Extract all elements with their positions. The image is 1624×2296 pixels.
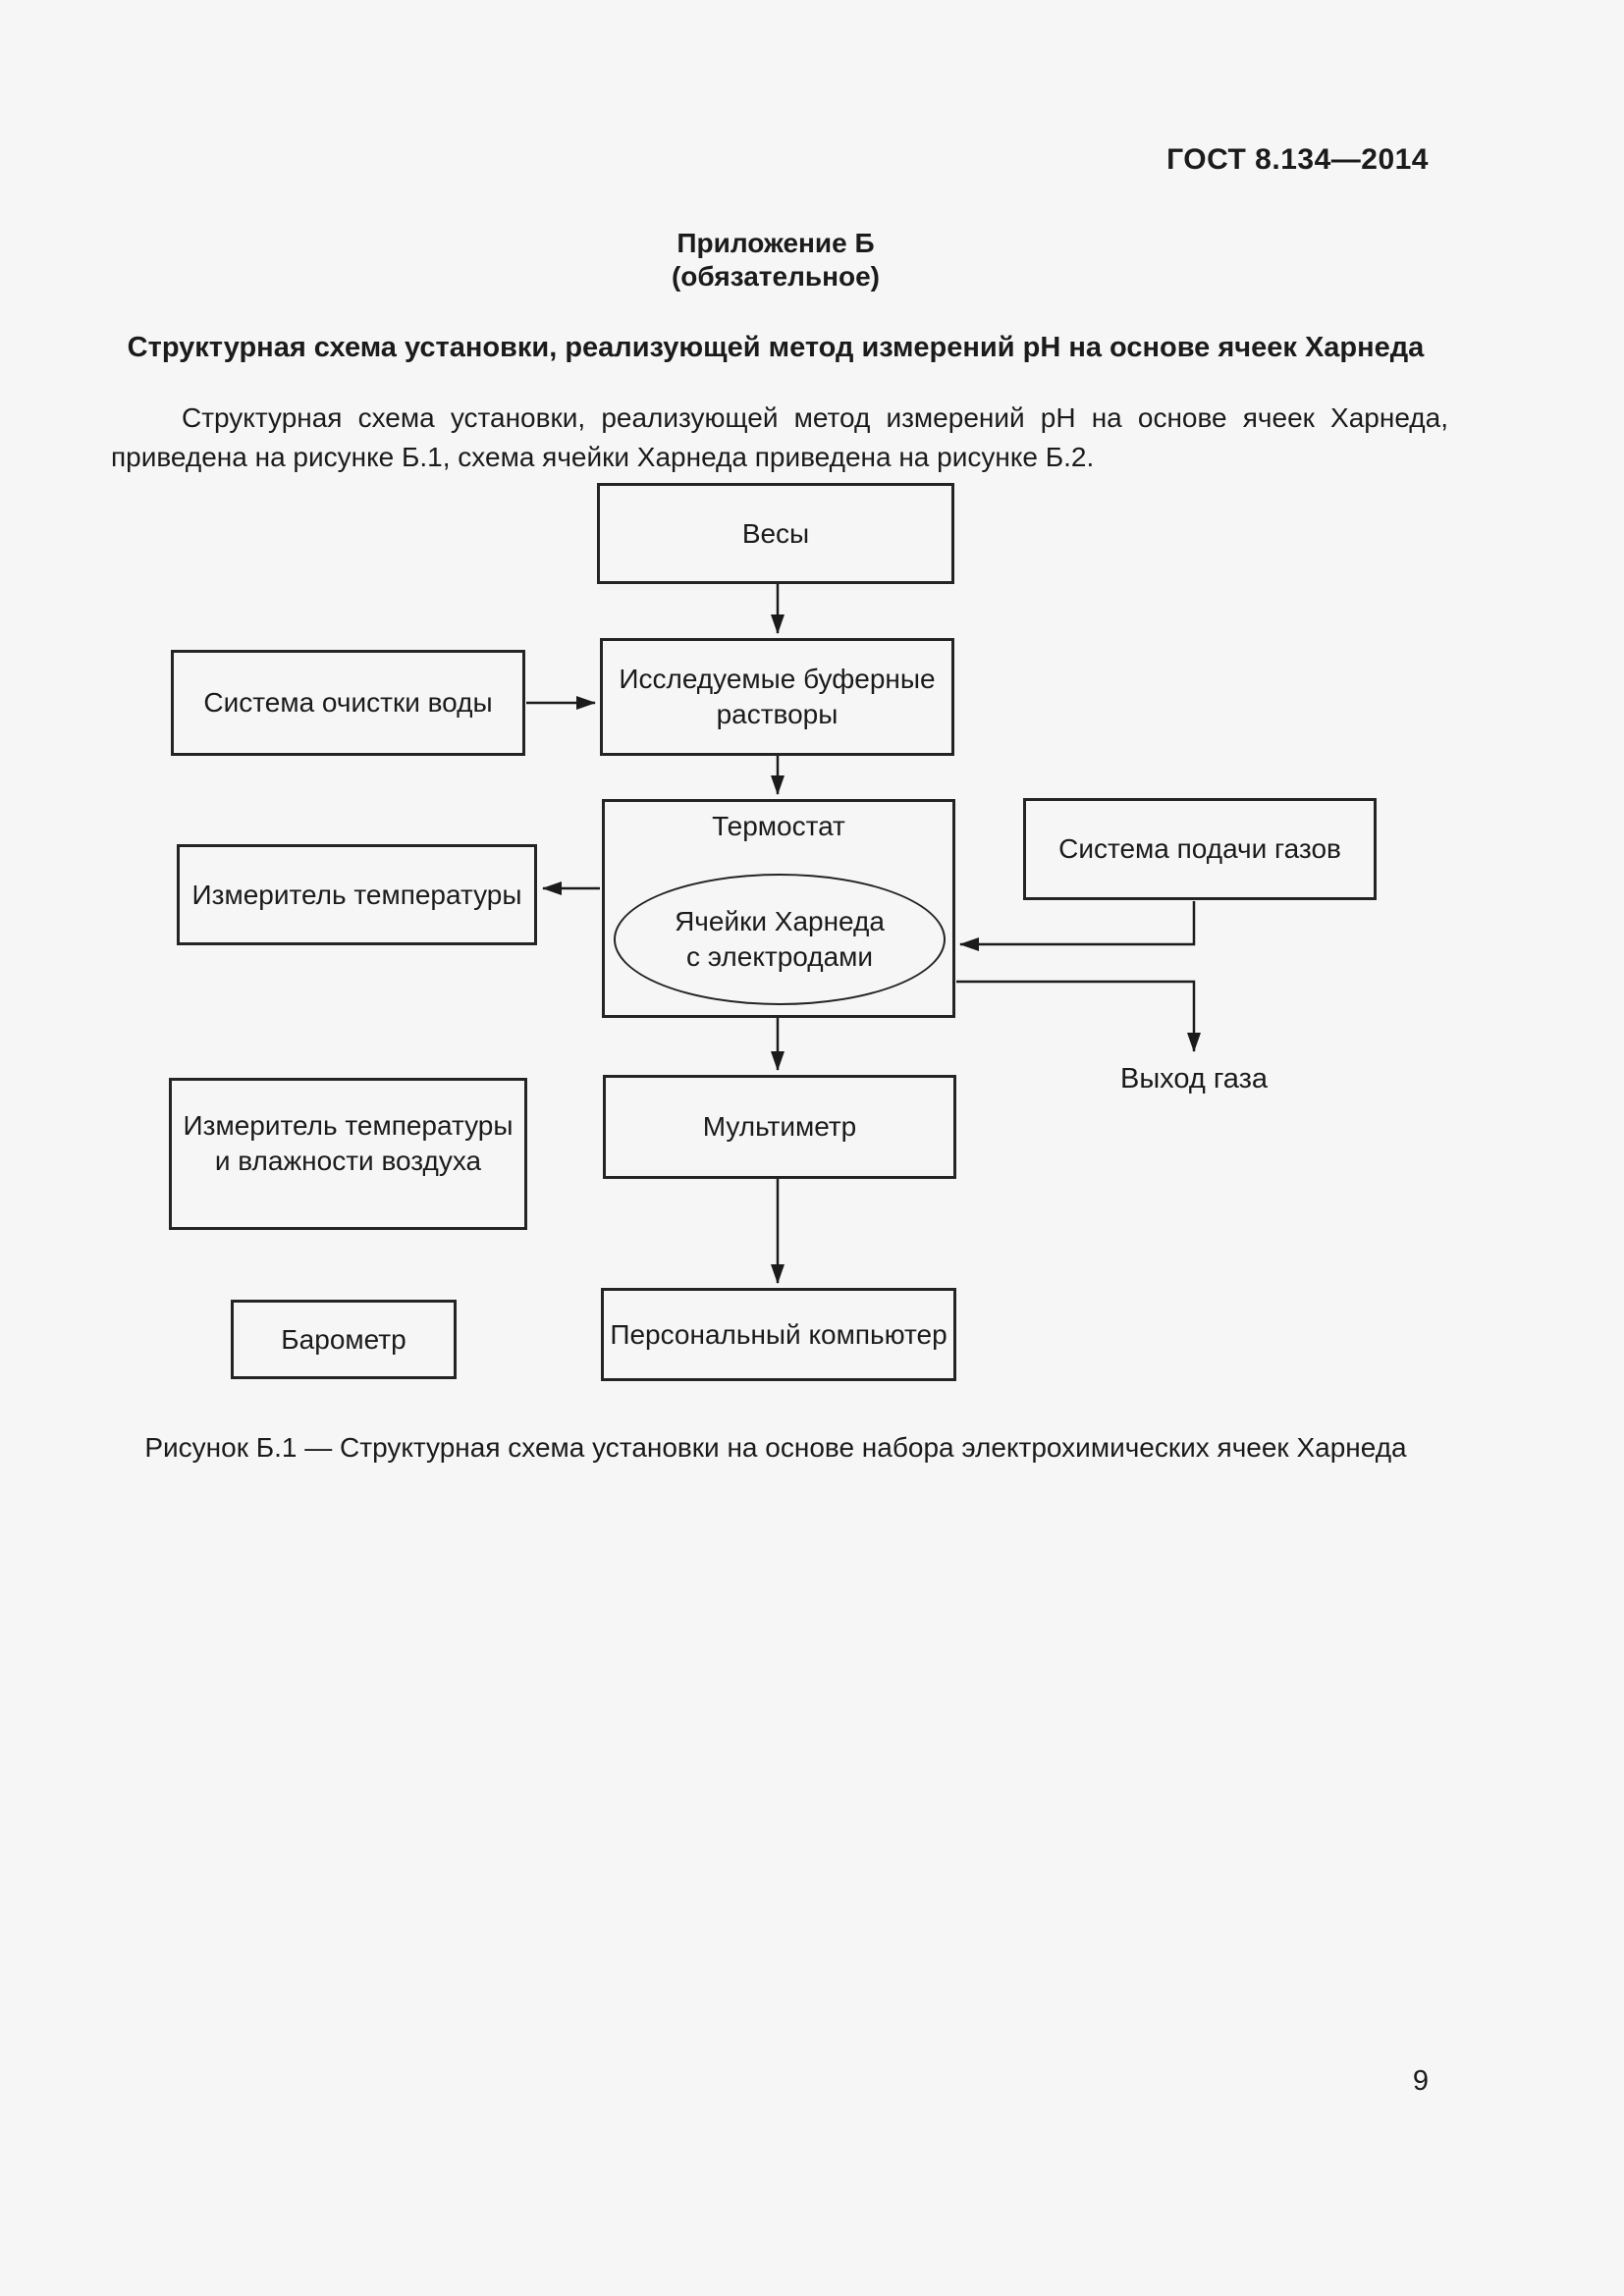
diagram-box-gas-supply-system: Система подачи газов xyxy=(1023,798,1377,900)
diagram-box-temperature-meter: Измеритель температуры xyxy=(177,844,537,945)
diagram-label-gas-outlet: Выход газа xyxy=(1120,1063,1268,1095)
diagram-box-buffer-solutions: Исследуемые буферные растворы xyxy=(600,638,954,756)
section-title: Структурная схема установки, реализующей… xyxy=(127,332,1425,363)
diagram-box-barometer: Барометр xyxy=(231,1300,457,1379)
document-header: ГОСТ 8.134—2014 xyxy=(1166,143,1429,176)
diagram-box-scales: Весы xyxy=(597,483,954,584)
diagram-label-thermostat: Термостат xyxy=(712,811,845,841)
appendix-heading: Приложение Б (обязательное) xyxy=(108,227,1443,294)
appendix-title: Приложение Б xyxy=(677,228,875,258)
diagram-ellipse-harned-cells: Ячейки Харнеда с электродами xyxy=(614,874,946,1005)
intro-paragraph: Структурная схема установки, реализующей… xyxy=(111,402,1448,472)
arrow-gas-supply-to-harned-cells xyxy=(959,901,1196,951)
diagram-box-temperature-humidity-meter: Измеритель температуры и влажности возду… xyxy=(169,1078,527,1230)
arrow-thermostat-to-gas-outlet xyxy=(956,980,1201,1052)
appendix-subtitle: (обязательное) xyxy=(671,261,880,292)
diagram-box-personal-computer: Персональный компьютер xyxy=(601,1288,956,1381)
figure-caption: Рисунок Б.1 — Структурная схема установк… xyxy=(144,1432,1407,1463)
diagram-box-multimeter: Мультиметр xyxy=(603,1075,956,1179)
page-number: 9 xyxy=(1412,2065,1429,2097)
diagram-box-water-purification-system: Система очистки воды xyxy=(171,650,525,756)
diagram-box-thermostat xyxy=(602,799,955,1018)
